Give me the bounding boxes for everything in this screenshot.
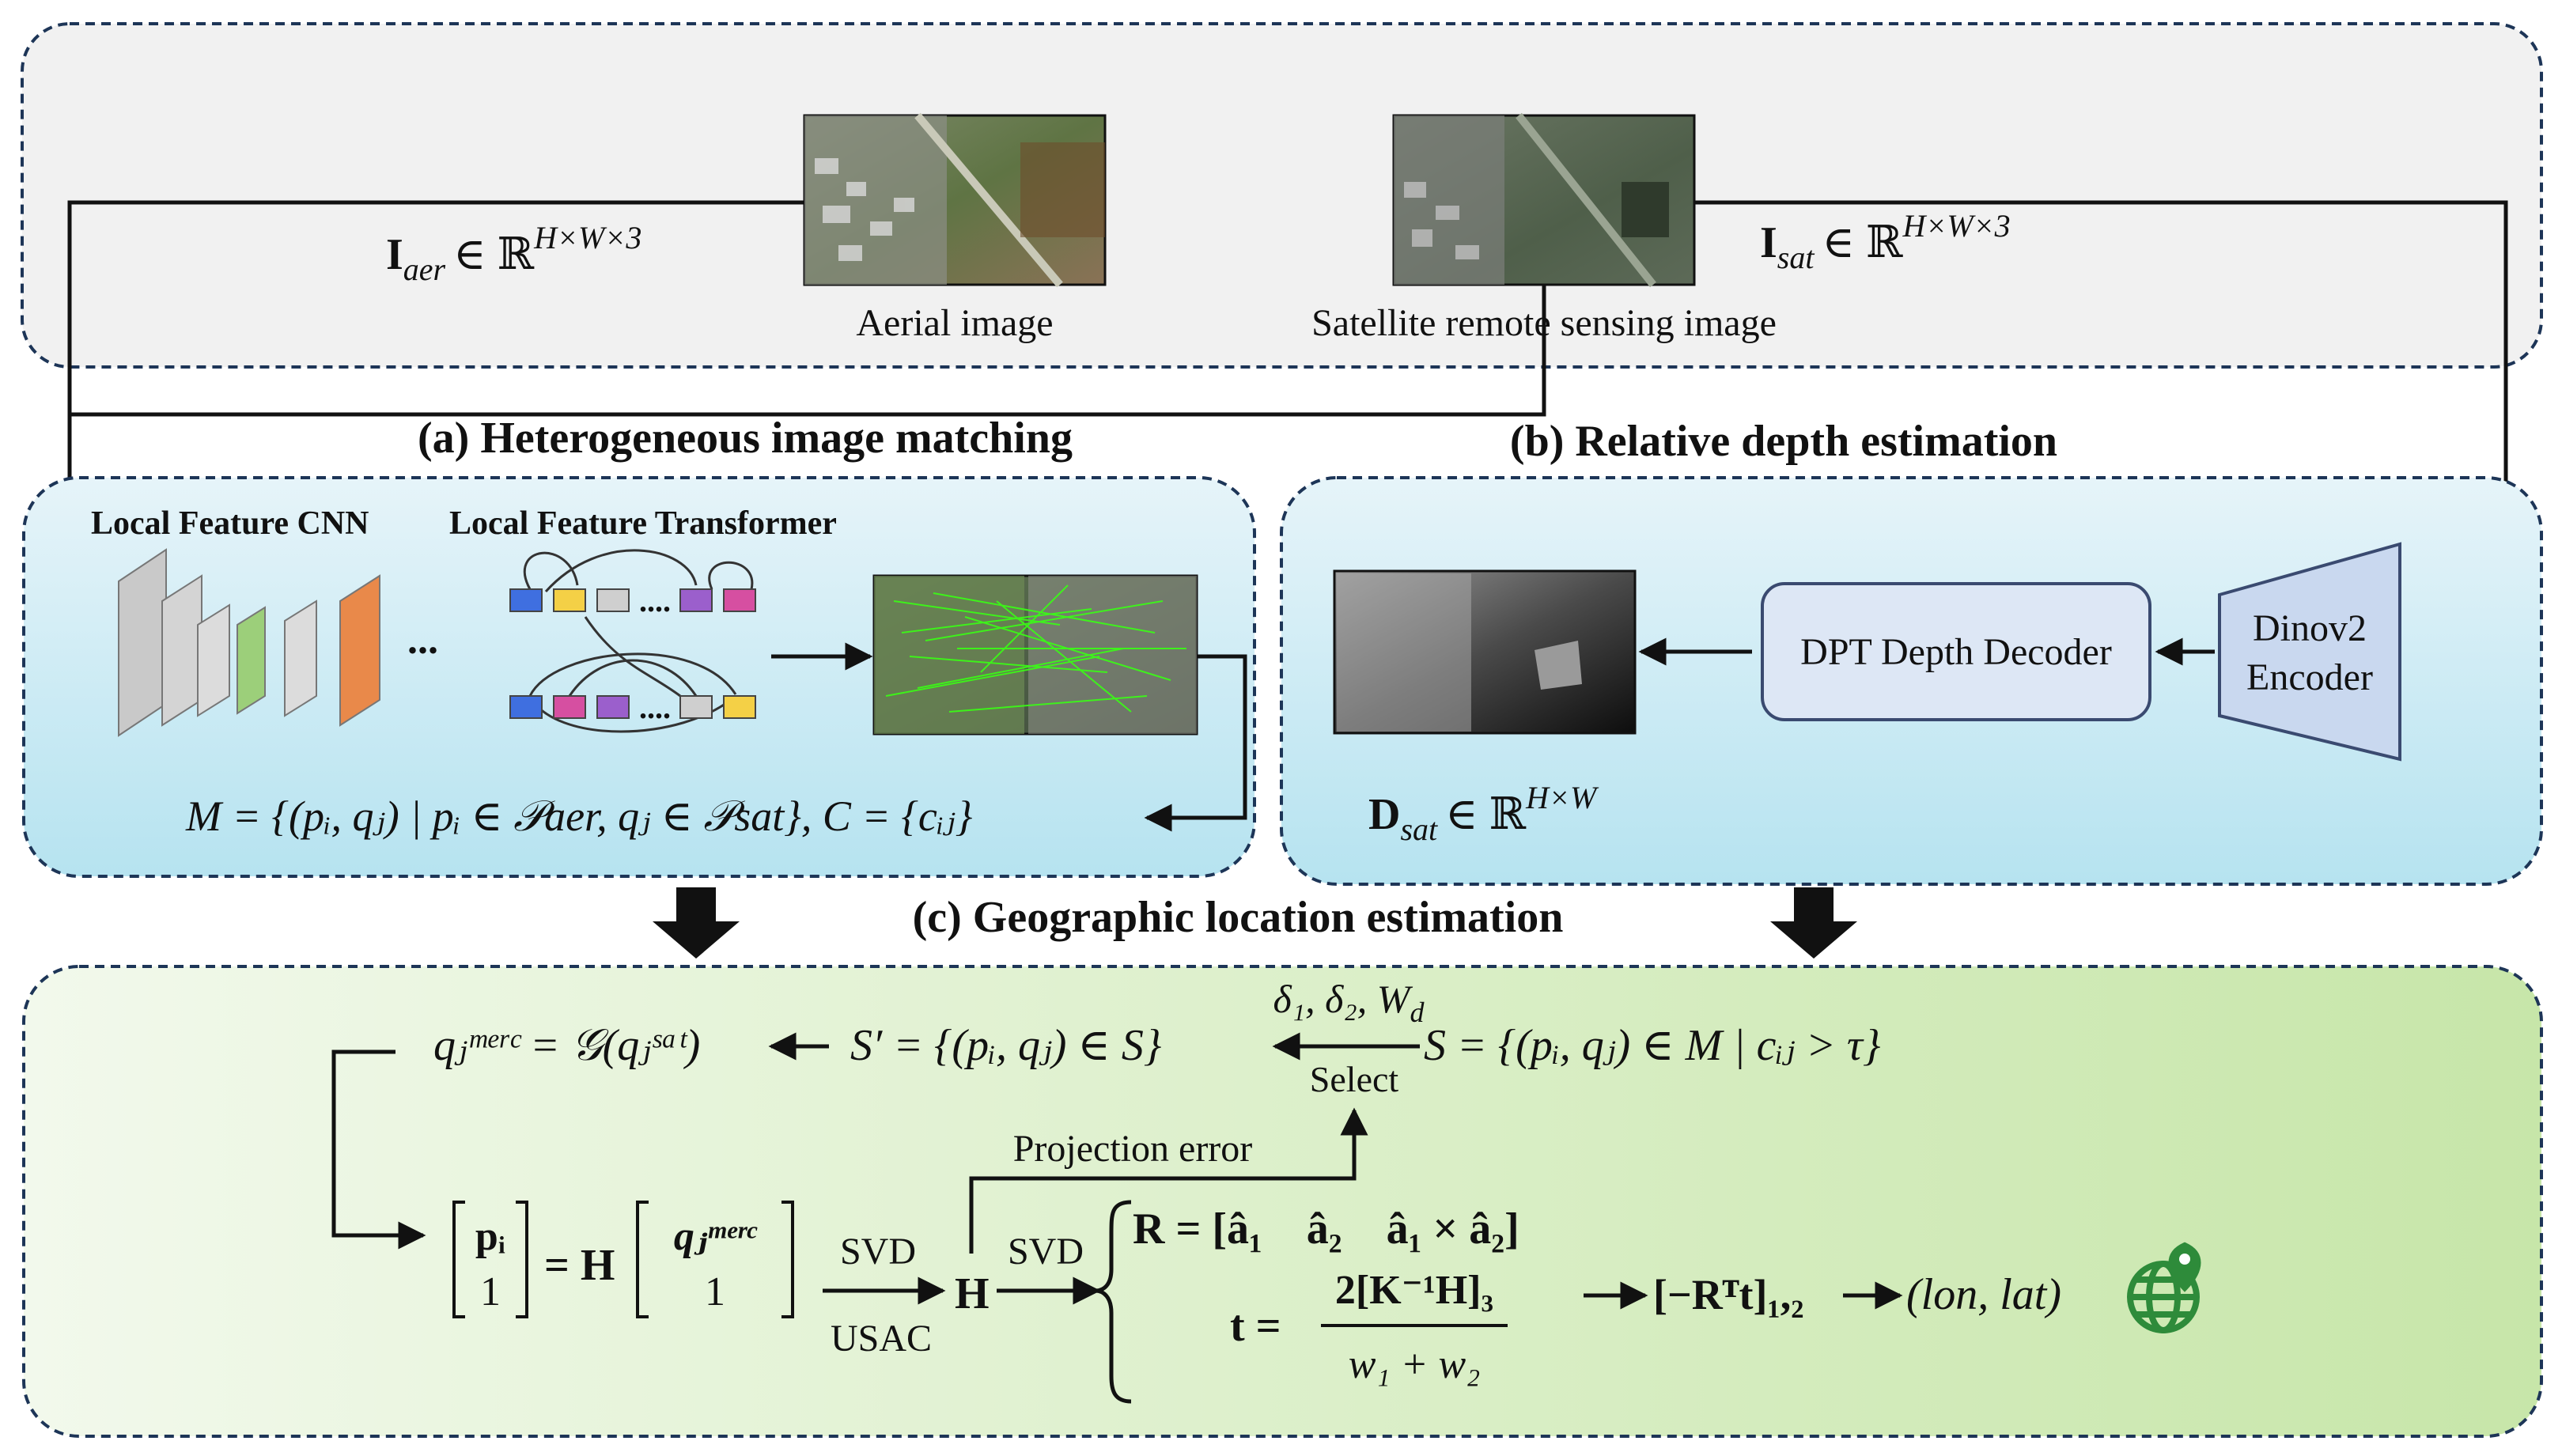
usac-label: USAC [831, 1318, 932, 1360]
globe-location-icon [2127, 1242, 2201, 1333]
svg-text:....: .... [639, 690, 671, 725]
qmerc-to-homography-line [331, 1049, 426, 1250]
decoder-label: DPT Depth Decoder [1800, 631, 2112, 673]
projection-error-label: Projection error [1013, 1128, 1253, 1170]
cnn-label: Local Feature CNN [91, 505, 369, 542]
encoder-label-line2: Encoder [2246, 656, 2373, 698]
svd-label: SVD [840, 1231, 916, 1273]
down-arrow-icon [1770, 887, 1857, 959]
projection-error-line [969, 1107, 1368, 1254]
svg-text:Iaer∈ ℝH×W×3: Iaer∈ ℝH×W×3 [386, 220, 641, 287]
aerial-image-caption: Aerial image [856, 302, 1053, 344]
deltas-label: δ₁, δ₂, Wd [1273, 977, 1425, 1028]
aerial-input-formula: Iaer∈ ℝH×W×3 [386, 220, 641, 287]
qmerc-formula: qⱼᵐᵉʳᶜ = 𝒢(qⱼˢᵃᵗ) [433, 1021, 700, 1070]
matches-to-formula-line [1144, 654, 1247, 832]
down-arrow-icon [653, 887, 740, 959]
svg-text:pᵢ: pᵢ [475, 1214, 505, 1259]
s-prime-formula: S′ = {(pᵢ, qⱼ) ∈ S} [850, 1021, 1161, 1070]
pose-brace [1095, 1200, 1132, 1404]
section-c-title: (c) Geographic location estimation [913, 893, 1564, 942]
svg-text:....: .... [639, 583, 671, 618]
rotation-formula: R = [â₁ â₂ â₁ × â₂] [1133, 1205, 1519, 1254]
svg-text:= H: = H [544, 1241, 615, 1290]
satellite-input-formula: Isat∈ ℝH×W×3 [1760, 208, 2011, 275]
cnn-ellipsis: ... [407, 618, 438, 663]
satellite-feed-line-left [70, 285, 1546, 417]
translation-denominator: w₁ + w₂ [1349, 1342, 1481, 1387]
transformer-label: Local Feature Transformer [449, 505, 837, 542]
cnn-blocks [118, 548, 380, 737]
dinov2-encoder [2218, 542, 2401, 762]
svg-text:1: 1 [480, 1269, 501, 1314]
svg-text:Dsat∈ ℝH×W: Dsat∈ ℝH×W [1368, 780, 1599, 847]
dpt-depth-decoder [1761, 582, 2151, 721]
depth-formula: Dsat∈ ℝH×W [1368, 780, 1599, 847]
transformer-block: .... .... [509, 549, 756, 733]
translation-numerator: 2[K⁻¹H]₃ [1335, 1268, 1493, 1313]
lonlat-formula: (lon, lat) [1906, 1270, 2061, 1319]
translation-lhs: t = [1230, 1302, 1281, 1351]
svg-text:Isat∈ ℝH×W×3: Isat∈ ℝH×W×3 [1760, 208, 2011, 275]
pose-formula: [−Rᵀt]₁,₂ [1653, 1271, 1803, 1318]
aerial-image [803, 112, 1107, 288]
svg-text:qⱼᵐᵉʳᶜ: qⱼᵐᵉʳᶜ [674, 1214, 758, 1259]
satellite-image [1392, 112, 1696, 288]
svd2-label: SVD [1008, 1231, 1084, 1273]
depth-map-image [1333, 569, 1637, 735]
geolocation-panel [22, 965, 2543, 1438]
homography-equation: pᵢ 1 = H qⱼᵐᵉʳᶜ 1 [452, 1201, 794, 1318]
svg-text:1: 1 [705, 1269, 725, 1314]
matches-image [872, 574, 1198, 736]
section-b-title: (b) Relative depth estimation [1510, 417, 2057, 466]
matches-formula: M = {(pᵢ, qⱼ) | pᵢ ∈ 𝒫aer, qⱼ ∈ 𝒫sat}, C… [185, 792, 973, 840]
section-a-title: (a) Heterogeneous image matching [418, 414, 1073, 463]
h-label: H [955, 1269, 990, 1318]
s-formula: S = {(pᵢ, qⱼ) ∈ M | cᵢⱼ > τ} [1424, 1021, 1880, 1070]
input-panel [21, 22, 2543, 369]
encoder-label-line1: Dinov2 [2253, 607, 2367, 649]
select-label: Select [1310, 1059, 1399, 1099]
